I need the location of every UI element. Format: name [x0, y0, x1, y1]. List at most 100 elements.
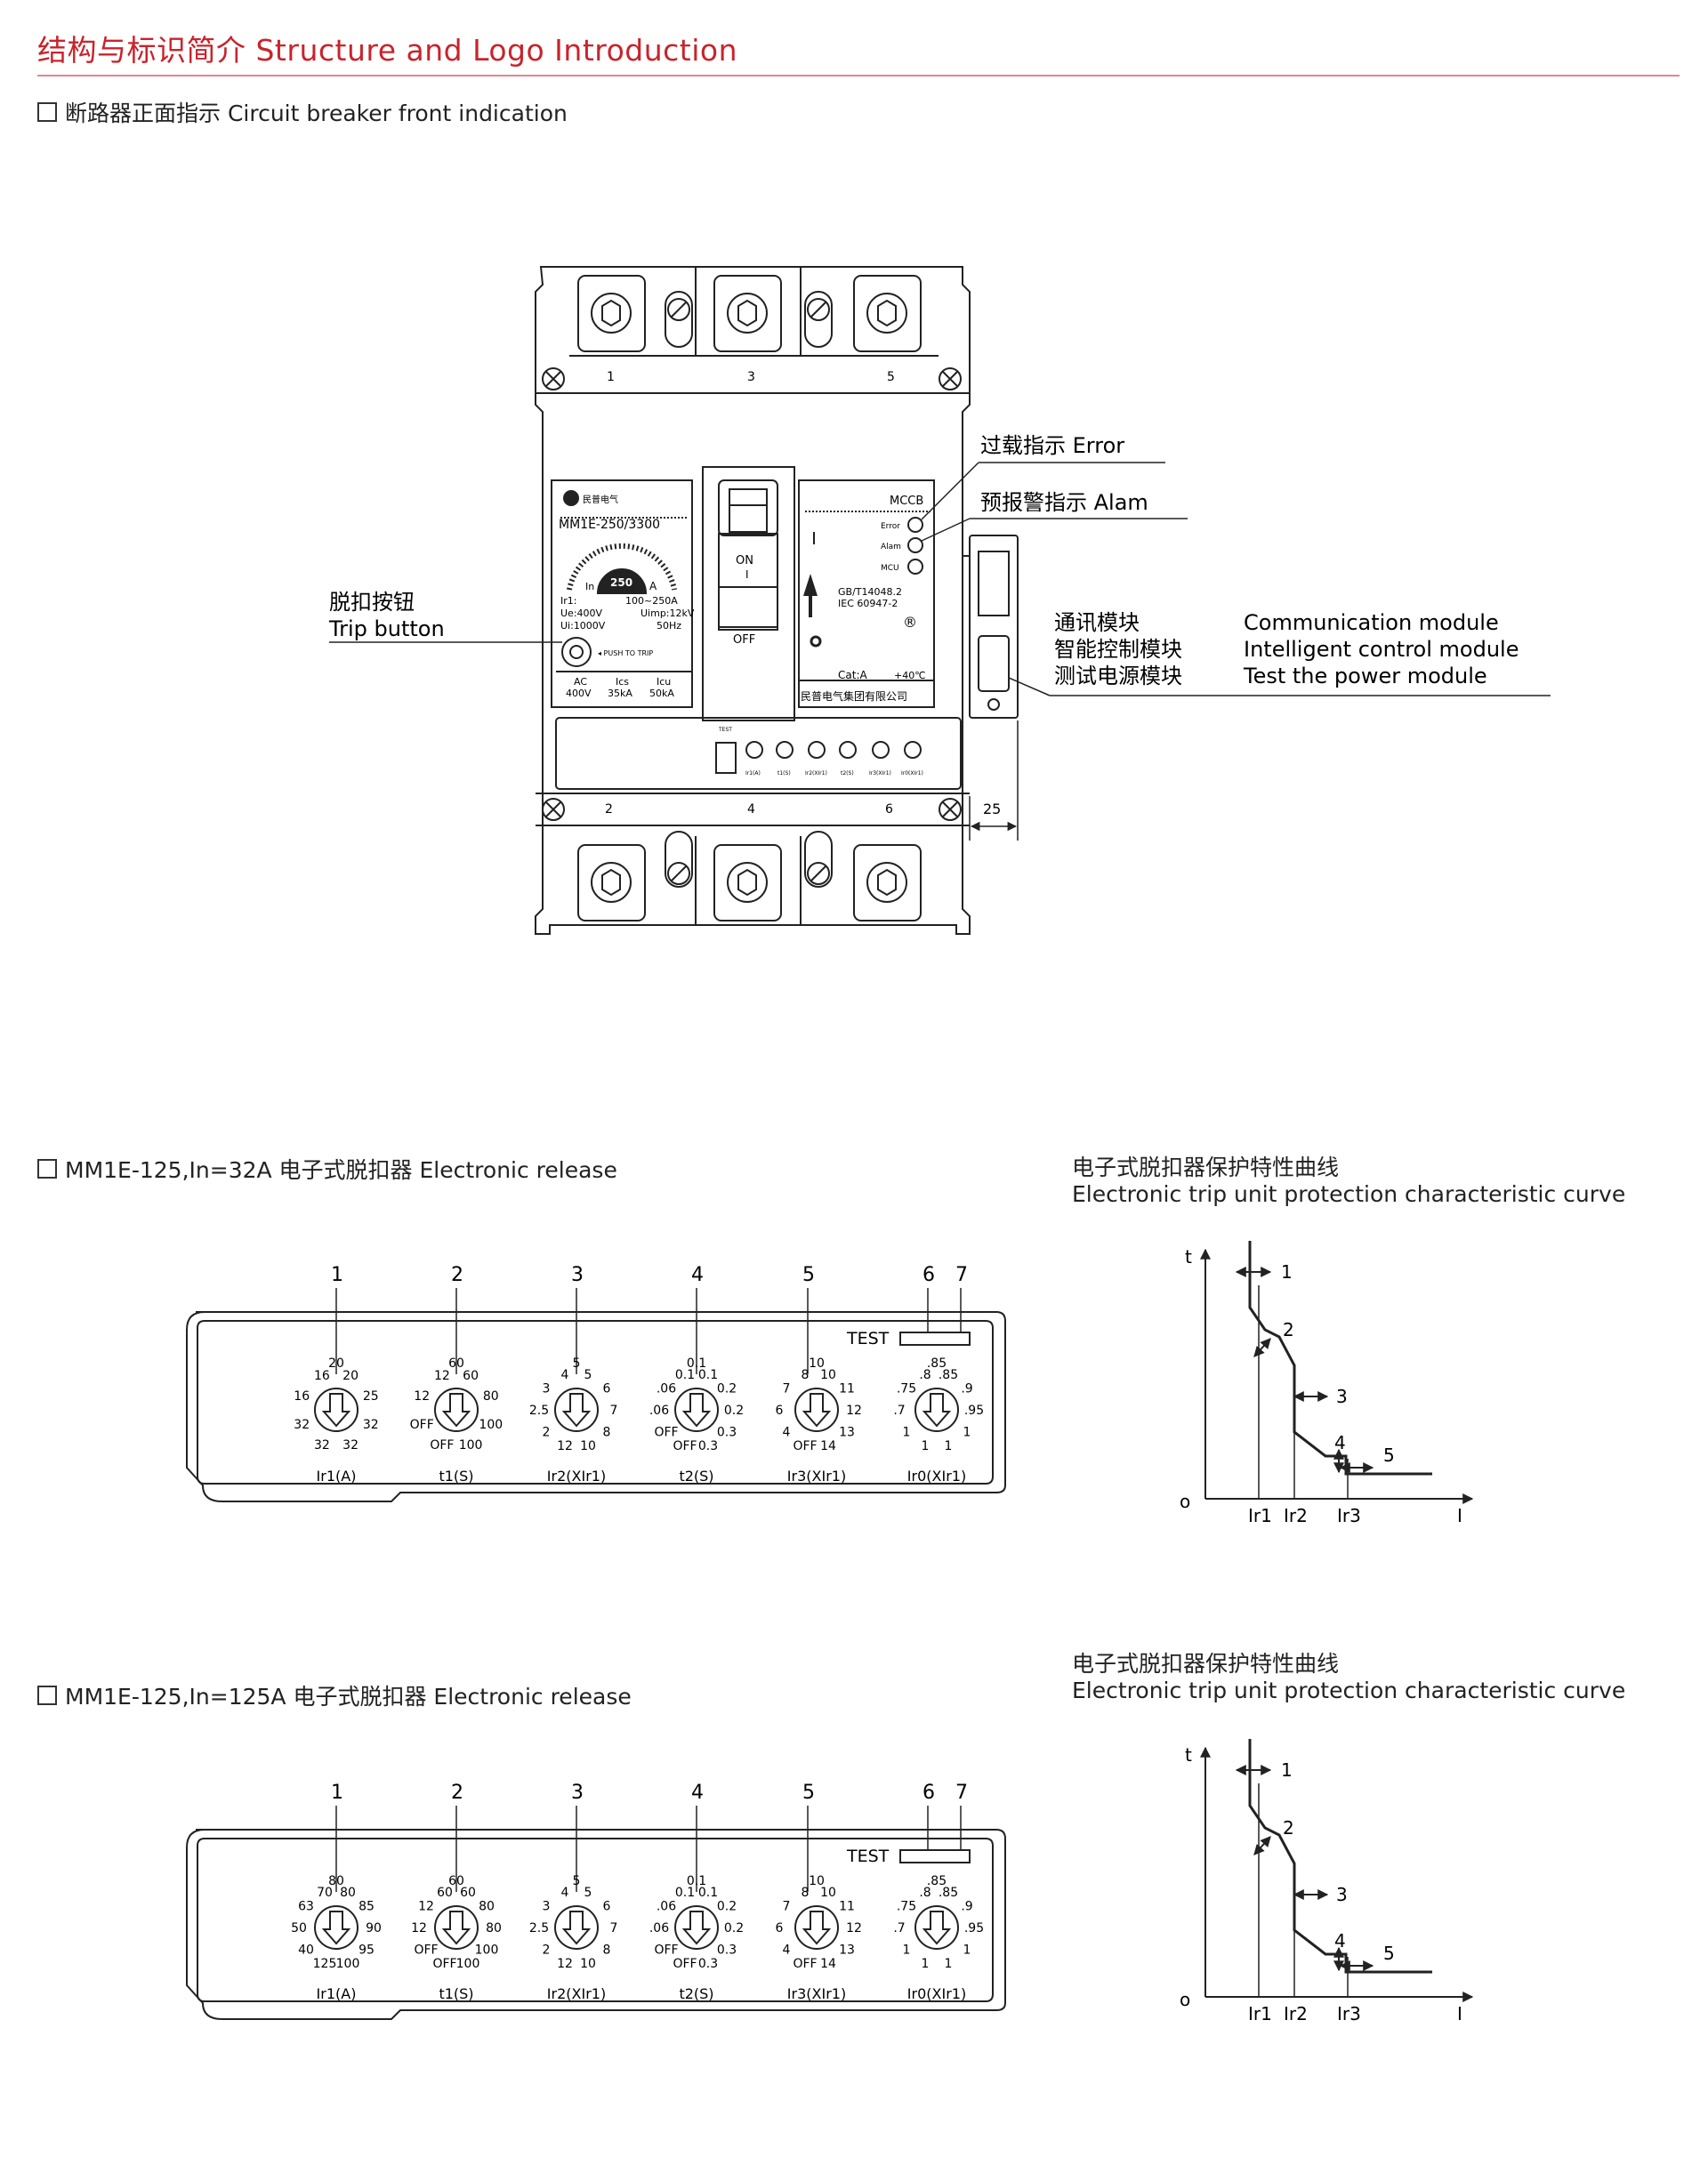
dial-scale-mark: OFF [654, 1944, 678, 1958]
dial-scale-mark: 10 [580, 1957, 596, 1971]
dial-scale-mark: 7 [783, 1381, 791, 1396]
x-tick-label: Ir2 [1284, 2003, 1308, 2024]
callout-comm-en: Communication module [1244, 610, 1499, 635]
dial-scale-mark: 1 [945, 1957, 953, 1971]
dial-scale-mark: 7 [610, 1404, 618, 1418]
nameplate-uimp: Uimp:12kV [640, 608, 695, 619]
dial-scale-mark: 6 [603, 1899, 611, 1913]
x-tick-label: Ir1 [1248, 2003, 1272, 2024]
callout-trip-cn: 脱扣按钮 [329, 590, 415, 615]
dial-label: Ir3(XIr1) [787, 1468, 846, 1485]
dial-scale-mark: OFF [430, 1438, 454, 1453]
push-to-trip-label: ◂ PUSH TO TRIP [598, 649, 653, 657]
dial-arrow-icon [802, 1393, 832, 1428]
curve-marker-number: 1 [1281, 1261, 1293, 1283]
callout-number: 5 [802, 1782, 815, 1804]
nameplate-ir1-range: 100~250A [625, 595, 678, 607]
standard-iec: IEC 60947-2 [838, 598, 898, 609]
dial-scale-mark: 0.3 [698, 1957, 718, 1971]
dial-scale-mark: 100 [456, 1957, 480, 1971]
dial-scale-mark: 12 [418, 1899, 434, 1913]
nameplate-brand: 民普电气 [583, 494, 618, 505]
dial-scale-mark: 12 [434, 1369, 450, 1383]
axis-label-t: t [1185, 1246, 1192, 1268]
dial-scale-mark: 10 [580, 1439, 596, 1453]
callout-number: 5 [802, 1264, 815, 1286]
dial-scale-mark: .06 [649, 1921, 669, 1936]
callout-number: 1 [331, 1264, 343, 1286]
adjust-arrow-icon [1253, 1338, 1271, 1357]
dial-knob [914, 1905, 959, 1950]
callout-number: 7 [955, 1264, 968, 1286]
small-dial-label-6: Ir0(XIr1) [901, 770, 923, 777]
dial-scale-mark: 4 [783, 1426, 791, 1440]
dial-scale-mark: 2 [543, 1944, 551, 1958]
dial-scale-mark: 12 [557, 1957, 573, 1971]
dial-scale-mark: OFF [414, 1944, 438, 1958]
dial-scale-mark: 0.1 [698, 1368, 718, 1382]
terminal-number-3: 3 [747, 370, 755, 384]
dial-scale-mark: 4 [783, 1944, 791, 1958]
dial-scale-mark: 12 [414, 1389, 430, 1404]
nameplate-in-label: In [585, 581, 594, 592]
dial-scale-mark: 50 [291, 1921, 307, 1936]
dial-scale-mark: .95 [964, 1921, 984, 1936]
dial-arrow-icon [561, 1393, 592, 1428]
dial-scale-mark: 11 [839, 1381, 855, 1396]
dial-scale-mark: OFF [432, 1957, 456, 1971]
front-section-heading: 断路器正面指示 Circuit breaker front indication [37, 96, 568, 128]
dial-scale-mark: 2 [543, 1426, 551, 1440]
dial-scale-mark: .85 [939, 1886, 958, 1900]
dial-scale-mark: 10 [820, 1886, 836, 1900]
dial-label: Ir2(XIr1) [547, 1985, 606, 2002]
callout-intel-en: Intelligent control module [1244, 637, 1519, 662]
dial-scale-mark: .06 [649, 1404, 669, 1418]
dial-top-mark: 60 [448, 1356, 464, 1371]
dial-scale-mark: 60 [463, 1369, 479, 1383]
brand-logo-icon [563, 490, 579, 506]
dial-arrow-icon [681, 1393, 712, 1428]
ratings-value-ac: 400V [566, 688, 592, 699]
callout-number: 2 [451, 1264, 463, 1286]
terminal-number-2: 2 [605, 802, 613, 817]
dial-scale-mark: .75 [897, 1381, 916, 1396]
release-panel-frame [186, 1311, 1006, 1502]
dial-scale-mark: 10 [820, 1368, 836, 1382]
dial-arrow-icon [321, 1393, 351, 1428]
axis-label-i: I [1457, 1505, 1462, 1526]
dial-scale-mark: 0.3 [717, 1944, 737, 1958]
axis-label-t: t [1185, 1744, 1192, 1766]
dial-top-mark: 0.1 [687, 1356, 706, 1371]
dial-scale-mark: 3 [543, 1381, 551, 1396]
dimension-value: 25 [983, 801, 1001, 817]
terminal-number-4: 4 [747, 802, 755, 817]
origin-label: o [1180, 1989, 1190, 2010]
dial-knob [434, 1388, 479, 1432]
dial-knob [314, 1905, 359, 1950]
release-32a-heading: MM1E-125,In=32A 电子式脱扣器 Electronic releas… [37, 1153, 617, 1185]
dial-top-mark: 10 [809, 1356, 825, 1371]
callout-intel-cn: 智能控制模块 [1054, 637, 1182, 662]
dial-scale-mark: 32 [342, 1438, 359, 1453]
dial-scale-mark: 0.3 [698, 1439, 718, 1453]
dial-top-mark: 5 [573, 1356, 581, 1371]
dial-label: Ir0(XIr1) [907, 1468, 966, 1485]
dial-scale-mark: 80 [340, 1886, 356, 1900]
dial-scale-mark: OFF [673, 1439, 697, 1453]
dial-scale-mark: 1 [945, 1439, 953, 1453]
test-label: TEST [846, 1329, 890, 1348]
dial-label: t2(S) [679, 1985, 713, 2002]
dial-scale-mark: .7 [893, 1921, 905, 1936]
handle-on-label: ON [736, 554, 753, 567]
curve-1-title-cn: 电子式脱扣器保护特性曲线 [1072, 1155, 1340, 1180]
dial-scale-mark: 6 [776, 1921, 784, 1936]
dial-top-mark: 5 [573, 1874, 581, 1888]
dial-scale-mark: 63 [298, 1899, 314, 1913]
curve-marker-number: 4 [1334, 1930, 1346, 1952]
dial-top-mark: 10 [809, 1874, 825, 1888]
x-tick-label: Ir3 [1337, 2003, 1361, 2024]
dial-scale-mark: 1 [963, 1426, 971, 1440]
